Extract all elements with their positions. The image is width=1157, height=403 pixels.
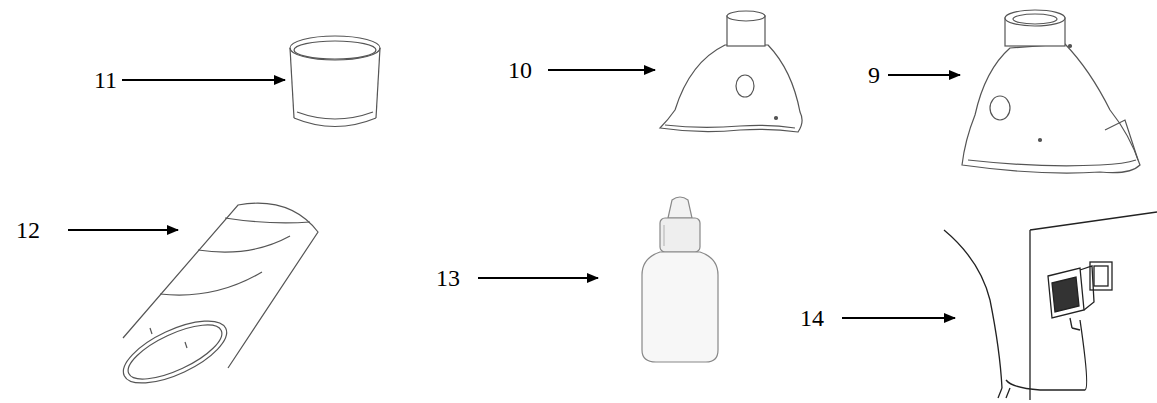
callout-number: 9 <box>868 63 880 87</box>
small-mask-part <box>660 11 802 132</box>
power-adapter <box>944 212 1157 400</box>
callout-number: 11 <box>94 68 117 92</box>
callout-number: 10 <box>508 58 532 82</box>
callout-number: 12 <box>16 218 40 242</box>
bottle-part <box>642 197 718 362</box>
leader-arrows <box>68 70 960 318</box>
mouthpiece-part <box>115 203 318 395</box>
large-mask-part <box>962 10 1140 173</box>
callout-number: 14 <box>800 306 824 330</box>
ring-part <box>290 36 380 127</box>
callout-number: 13 <box>436 266 460 290</box>
